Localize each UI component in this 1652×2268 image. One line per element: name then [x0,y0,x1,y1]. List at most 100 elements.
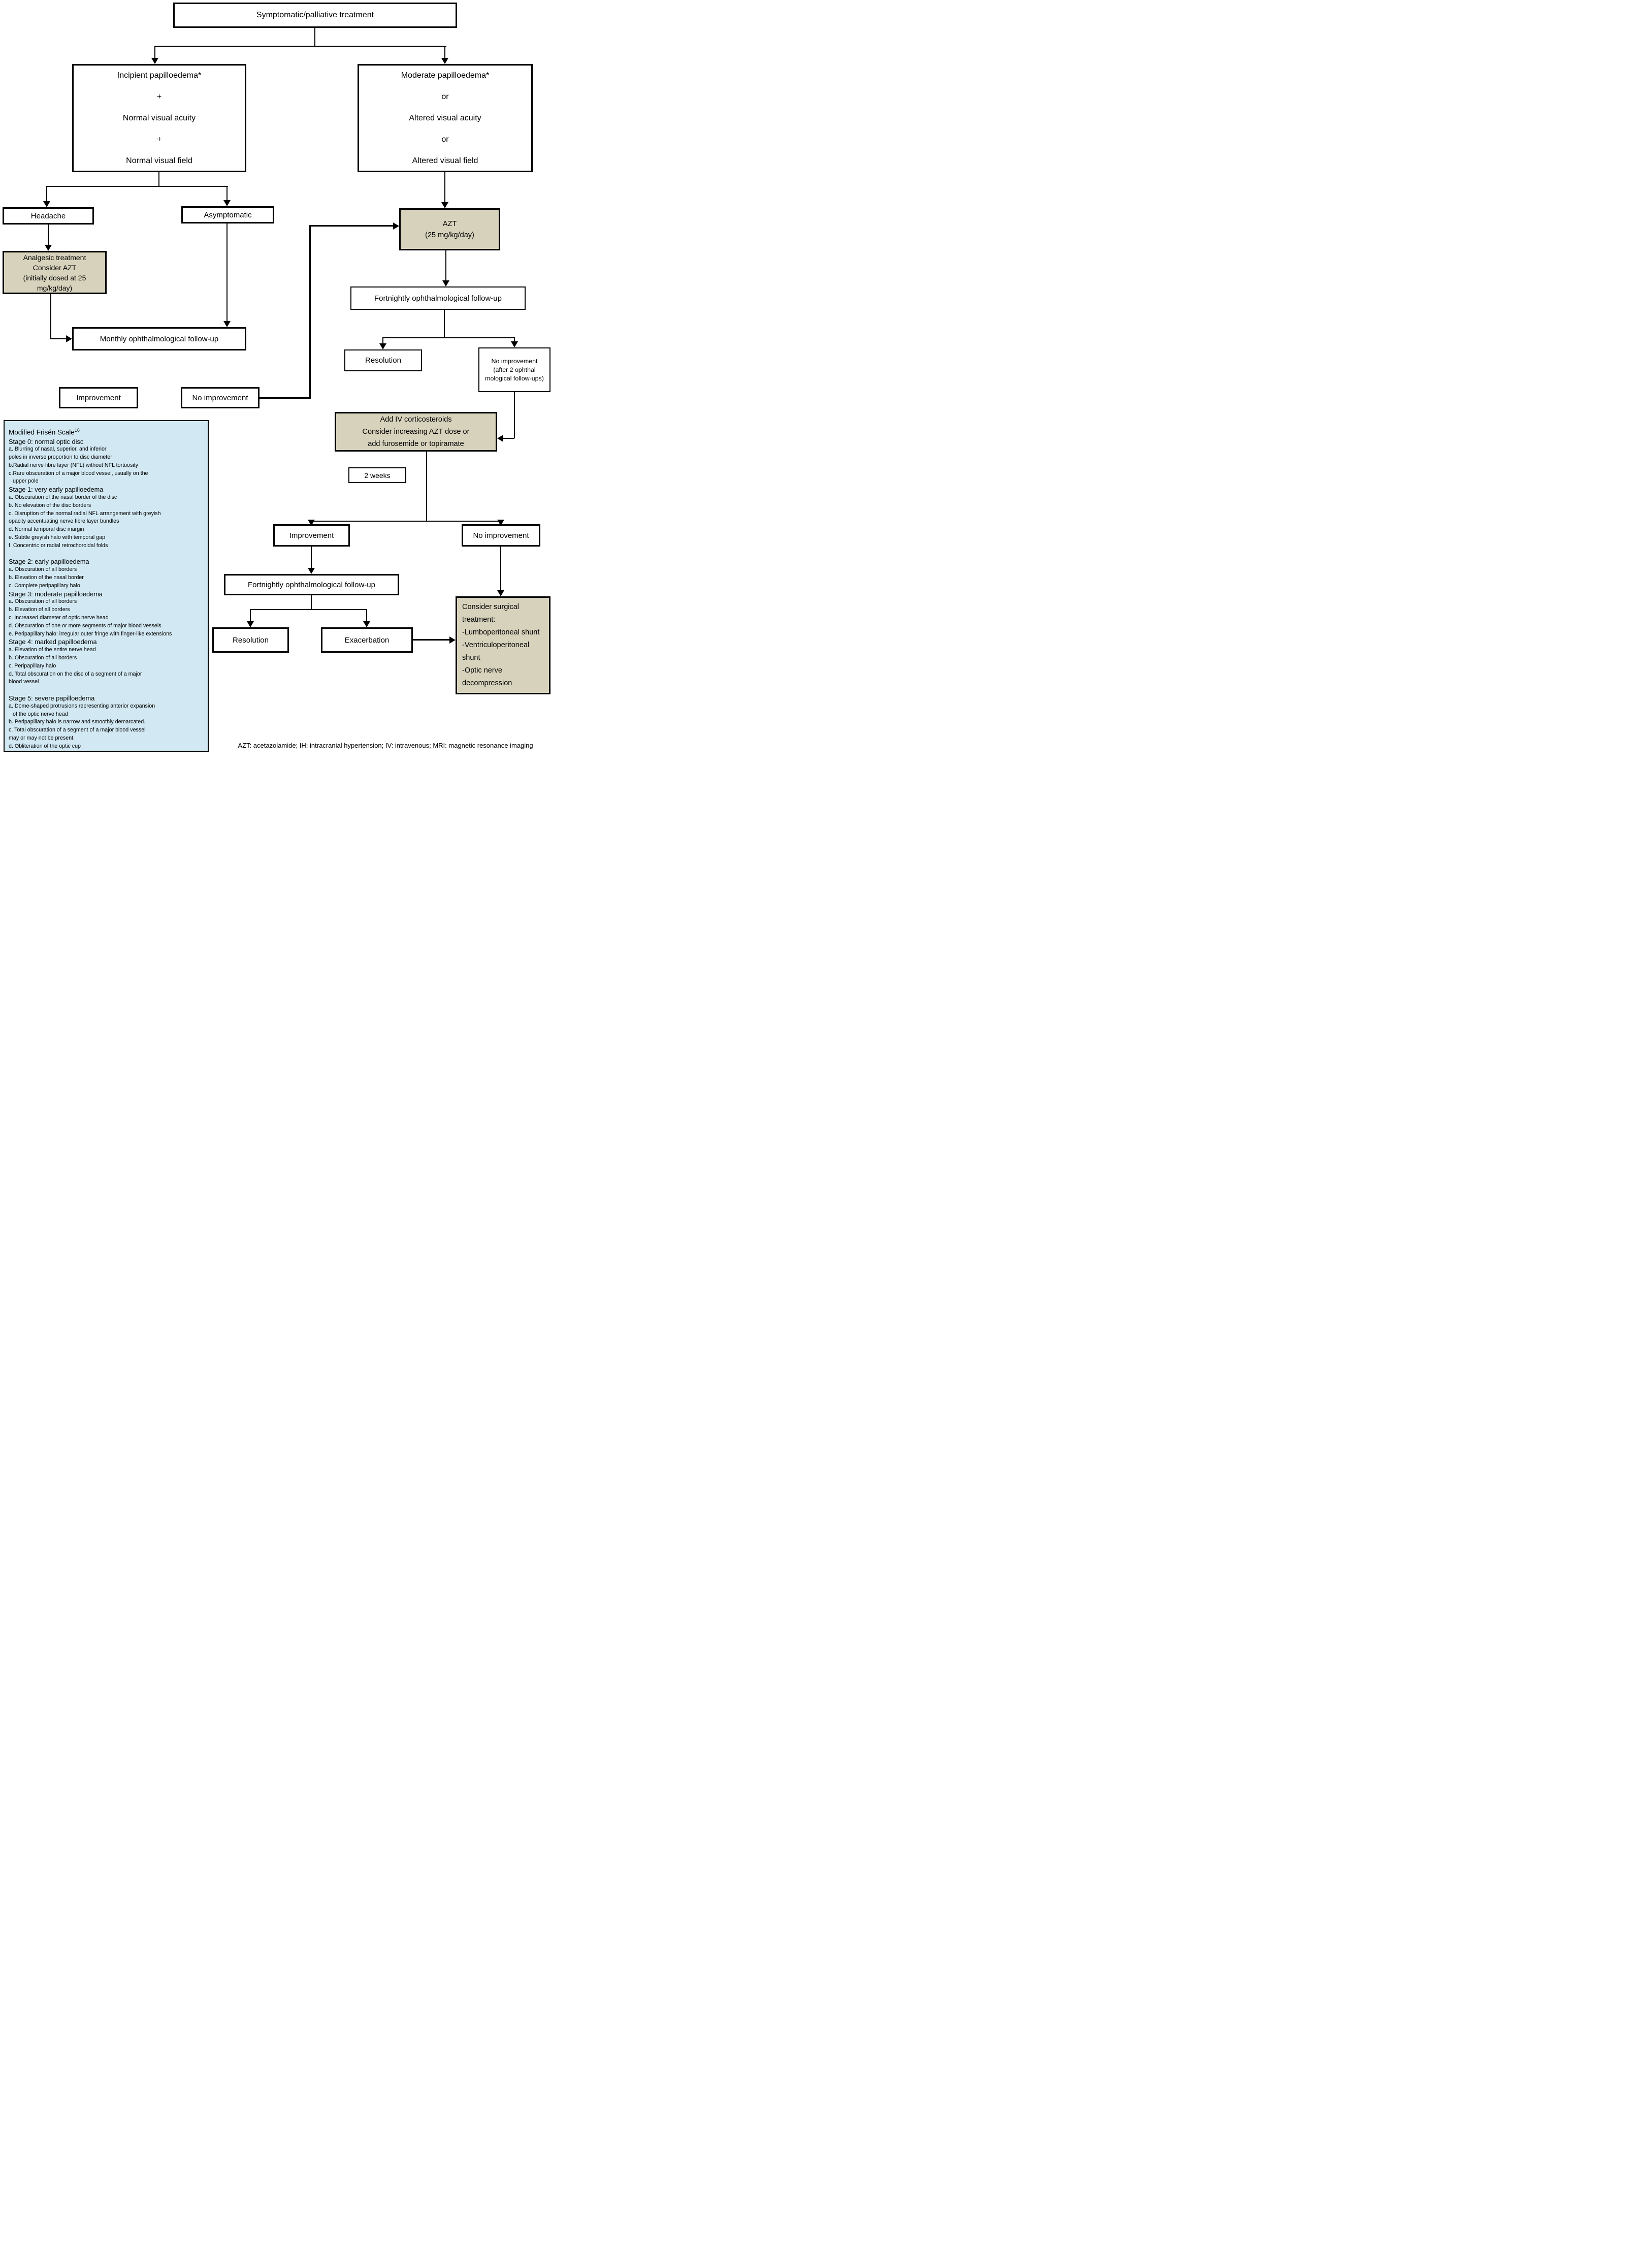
frisen-line: b. Obscuration of all borders [9,655,77,661]
frisen-line: poles in inverse proportion to disc diam… [9,454,112,461]
node-no-improvement-after-followups-label: No improvement (after 2 ophthal mologica… [485,357,544,382]
arrowhead-right-icon [449,636,456,644]
node-consider-surgical-treatment-label: Consider surgical treatment: -Lumboperit… [462,603,540,687]
edge-segment [366,610,367,621]
node-resolution-right: Resolution [344,349,422,371]
edge-segment [48,225,49,245]
frisen-line: c. Disruption of the normal radial NFL a… [9,510,161,517]
frisen-line: may or may not be present. [9,734,75,741]
arrowhead-right-icon [66,335,72,342]
node-headache-label: Headache [30,211,66,220]
node-incipient-papilloedema-label: Incipient papilloedema* + Normal visual … [117,71,202,165]
frisen-line: a. Blurring of nasal, superior, and infe… [9,446,107,453]
edge-segment [503,438,514,439]
edge-segment [250,609,367,610]
frisen-line: e. Peripapillary halo: irregular outer f… [9,630,172,637]
node-consider-surgical-treatment: Consider surgical treatment: -Lumboperit… [456,596,550,694]
frisen-line: c.Rare obscuration of a major blood vess… [9,470,148,476]
node-asymptomatic: Asymptomatic [181,206,274,223]
node-moderate-papilloedema: Moderate papilloedema* or Altered visual… [358,64,533,172]
frisen-line: Stage 1: very early papilloedema [9,486,104,494]
frisen-line: d. Obliteration of the optic cup [9,743,81,749]
frisen-line: c. Total obscuration of a segment of a m… [9,727,146,733]
arrowhead-down-icon [43,201,50,207]
node-no-improvement-left: No improvement [181,387,260,408]
arrowhead-down-icon [45,245,52,251]
edge-segment [445,250,446,280]
arrowhead-down-icon [363,621,370,627]
frisen-line: a. Obscuration of all borders [9,566,77,573]
arrowhead-down-icon [223,200,231,206]
node-no-improvement-left-label: No improvement [192,393,248,402]
edge-segment [311,595,312,610]
node-fortnightly-followup-label: Fortnightly ophthalmological follow-up [374,294,502,303]
arrowhead-down-icon [223,321,231,327]
frisen-line: d. Normal temporal disc margin [9,526,84,533]
node-improvement-left: Improvement [59,387,138,408]
node-incipient-papilloedema: Incipient papilloedema* + Normal visual … [72,64,246,172]
frisen-line: b.Radial nerve fibre layer (NFL) without… [9,462,139,468]
frisen-line: b. Peripapillary halo is narrow and smoo… [9,719,146,725]
edge-segment [311,547,312,568]
node-analgesic-treatment-label: Analgesic treatment Consider AZT (initia… [23,253,86,292]
frisen-scale-heading: Modified Frisén Scale16 [9,425,206,438]
node-improvement-left-label: Improvement [76,393,121,402]
edge-segment [309,225,311,399]
edge-segment [314,28,315,46]
node-title: Symptomatic/palliative treatment [173,3,457,28]
frisen-line: Stage 4: marked papilloedema [9,638,97,646]
node-two-weeks: 2 weeks [348,467,406,483]
node-no-improvement-after-followups: No improvement (after 2 ophthal mologica… [478,347,550,392]
frisen-line: Stage 2: early papilloedema [9,558,89,566]
node-improvement-mid-label: Improvement [289,531,334,540]
frisen-line: c. Complete peripapillary halo [9,582,80,589]
frisen-line: b. Elevation of the nasal border [9,574,84,581]
arrowhead-down-icon [441,58,448,64]
arrowhead-down-icon [442,280,449,286]
edge-segment [382,337,515,338]
edge-segment [226,186,228,200]
node-exacerbation: Exacerbation [321,627,413,653]
node-resolution-right-label: Resolution [365,356,401,365]
frisen-line: a. Dome-shaped protrusions representing … [9,702,155,709]
edge-segment [382,338,383,343]
arrowhead-down-icon [441,202,448,208]
frisen-line: b. No elevation of the disc borders [9,502,91,508]
frisen-line: a. Elevation of the entire nerve head [9,647,96,653]
node-fortnightly-followup: Fortnightly ophthalmological follow-up [350,286,526,310]
arrowhead-down-icon [308,568,315,574]
frisen-line: of the optic nerve head [13,711,68,717]
node-title-label: Symptomatic/palliative treatment [256,11,374,19]
edge-segment [444,310,445,338]
frisen-line: e. Subtle greyish halo with temporal gap [9,534,106,541]
frisen-line: c. Peripapillary halo [9,662,56,669]
edge-segment [250,610,251,621]
frisen-line: d. Total obscuration on the disc of a se… [9,670,142,677]
frisen-line [9,686,206,694]
arrowhead-down-icon [151,58,158,64]
frisen-line: b. Elevation of all borders [9,606,70,613]
abbreviations-caption: AZT: acetazolamide; IH: intracranial hyp… [238,742,533,749]
frisen-scale-heading-text: Modified Frisén Scale [9,428,75,436]
node-moderate-papilloedema-label: Moderate papilloedema* or Altered visual… [401,71,490,165]
node-exacerbation-label: Exacerbation [344,635,390,645]
arrowhead-left-icon [497,435,503,442]
node-monthly-followup-label: Monthly ophthalmological follow-up [100,334,219,343]
frisen-line: upper pole [13,478,39,485]
node-improvement-mid: Improvement [273,524,350,547]
edge-segment [500,547,501,590]
node-azt: AZT (25 mg/kg/day) [399,208,500,250]
edge-segment [426,452,427,521]
edge-segment [46,186,47,201]
edge-segment [46,186,228,187]
frisen-line: a. Obscuration of the nasal border of th… [9,494,117,501]
edge-segment [444,172,445,202]
arrowhead-down-icon [247,621,254,627]
flowchart-canvas: Symptomatic/palliative treatment Incipie… [0,0,550,756]
edge-segment [154,46,446,47]
frisen-line: f. Concentric or radial retrochoroidal f… [9,542,108,549]
node-no-improvement-mid: No improvement [462,524,540,547]
frisen-line: opacity accentuating nerve fibre layer b… [9,518,119,525]
arrowhead-down-icon [511,341,518,347]
